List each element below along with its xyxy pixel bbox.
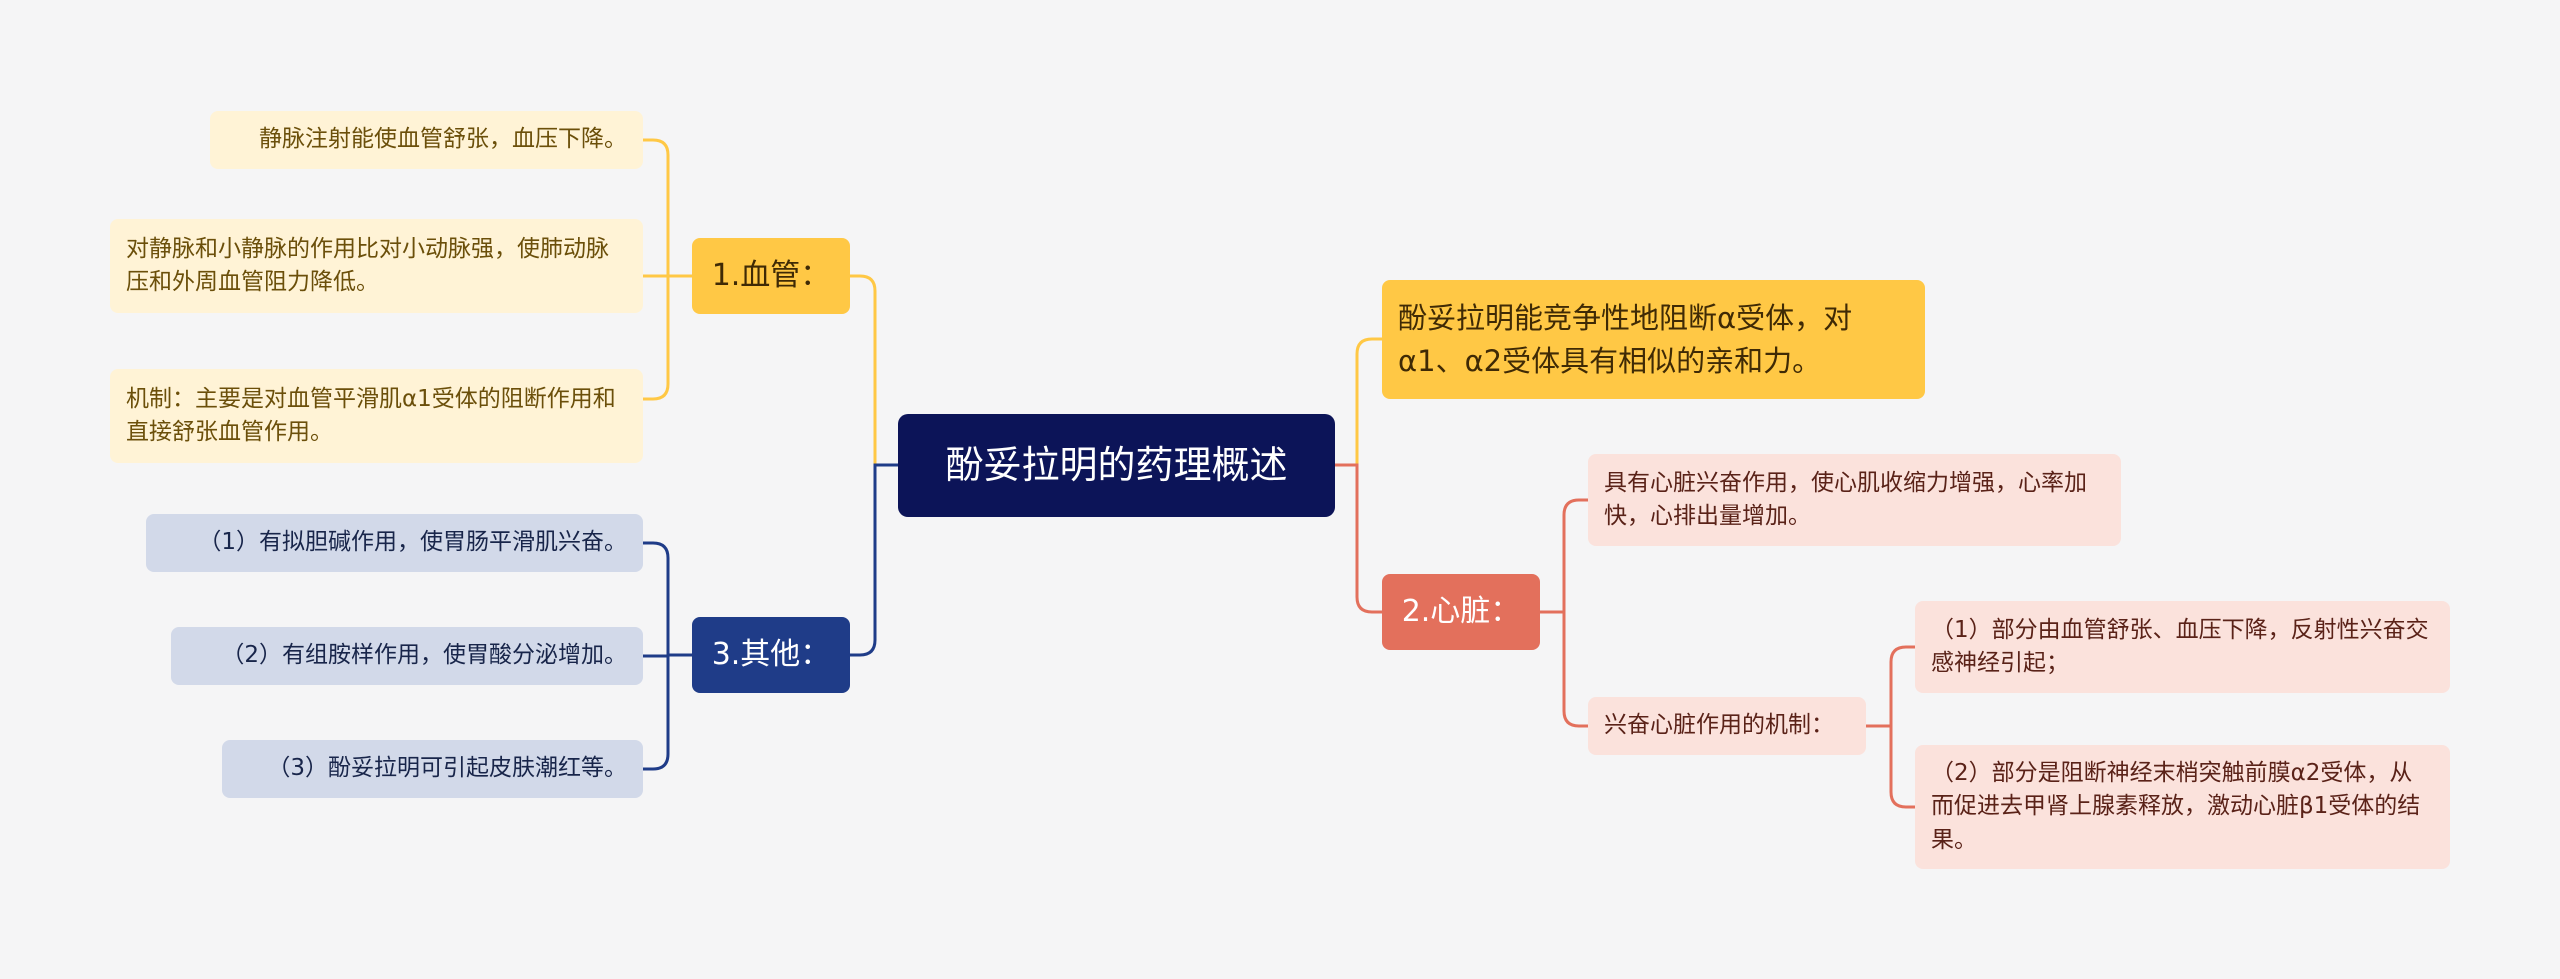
other-item-text: （2）有组胺样作用，使胃酸分泌增加。 — [221, 642, 627, 669]
central-topic-text: 酚妥拉明的药理概述 — [945, 442, 1288, 487]
branch-heart[interactable]: 2.心脏： — [1382, 574, 1540, 650]
branch-heart-title: 2.心脏： — [1401, 594, 1521, 630]
link-root-receptor — [1333, 337, 1384, 467]
heart-item-text: 具有心脏兴奋作用，使心肌收缩力增强，心率加快，心排出量增加。 — [1604, 469, 2087, 529]
vessel-item[interactable]: 对静脉和小静脉的作用比对小动脉强，使肺动脉压和外周血管阻力降低。 — [110, 219, 643, 313]
mechanism-item-text: （2）部分是阻断神经末梢突触前膜α2受体，从而促进去甲肾上腺素释放，激动心脏β1… — [1931, 759, 2421, 853]
link-vessel-leaves — [641, 138, 694, 401]
mechanism-item[interactable]: （2）部分是阻断神经末梢突触前膜α2受体，从而促进去甲肾上腺素释放，激动心脏β1… — [1915, 745, 2450, 869]
link-heart-leaves — [1538, 498, 1590, 728]
link-other-leaves — [641, 541, 694, 771]
other-item[interactable]: （2）有组胺样作用，使胃酸分泌增加。 — [171, 627, 643, 685]
branch-other[interactable]: 3.其他： — [692, 617, 850, 693]
central-topic[interactable]: 酚妥拉明的药理概述 — [898, 414, 1335, 517]
other-item[interactable]: （1）有拟胆碱作用，使胃肠平滑肌兴奋。 — [146, 514, 643, 572]
link-root-heart — [1333, 463, 1384, 614]
vessel-item-text: 静脉注射能使血管舒张，血压下降。 — [259, 126, 627, 153]
heart-item[interactable]: 具有心脏兴奋作用，使心肌收缩力增强，心率加快，心排出量增加。 — [1588, 454, 2121, 546]
mechanism-item[interactable]: （1）部分由血管舒张、血压下降，反射性兴奋交感神经引起； — [1915, 601, 2450, 693]
vessel-item-text: 对静脉和小静脉的作用比对小动脉强，使肺动脉压和外周血管阻力降低。 — [126, 235, 609, 295]
branch-receptor-text: 酚妥拉明能竞争性地阻断α受体，对α1、α2受体具有相似的亲和力。 — [1398, 301, 1853, 378]
heart-mechanism-topic-text: 兴奋心脏作用的机制： — [1604, 712, 1834, 739]
branch-vessel[interactable]: 1.血管： — [692, 238, 850, 314]
other-item-text: （3）酚妥拉明可引起皮肤潮红等。 — [267, 755, 627, 782]
vessel-item-text: 机制：主要是对血管平滑肌α1受体的阻断作用和直接舒张血管作用。 — [126, 385, 616, 445]
link-root-other — [848, 463, 900, 657]
mechanism-item-text: （1）部分由血管舒张、血压下降，反射性兴奋交感神经引起； — [1931, 616, 2429, 676]
vessel-item[interactable]: 静脉注射能使血管舒张，血压下降。 — [210, 111, 643, 169]
link-root-vessel — [848, 274, 900, 467]
vessel-item[interactable]: 机制：主要是对血管平滑肌α1受体的阻断作用和直接舒张血管作用。 — [110, 369, 643, 463]
other-item-text: （1）有拟胆碱作用，使胃肠平滑肌兴奋。 — [198, 529, 627, 556]
other-item[interactable]: （3）酚妥拉明可引起皮肤潮红等。 — [222, 740, 643, 798]
branch-vessel-title: 1.血管： — [711, 258, 831, 294]
branch-other-title: 3.其他： — [711, 637, 831, 673]
branch-receptor[interactable]: 酚妥拉明能竞争性地阻断α受体，对α1、α2受体具有相似的亲和力。 — [1382, 280, 1925, 399]
link-mechanism-leaves — [1864, 645, 1917, 809]
heart-mechanism-topic[interactable]: 兴奋心脏作用的机制： — [1588, 697, 1866, 755]
